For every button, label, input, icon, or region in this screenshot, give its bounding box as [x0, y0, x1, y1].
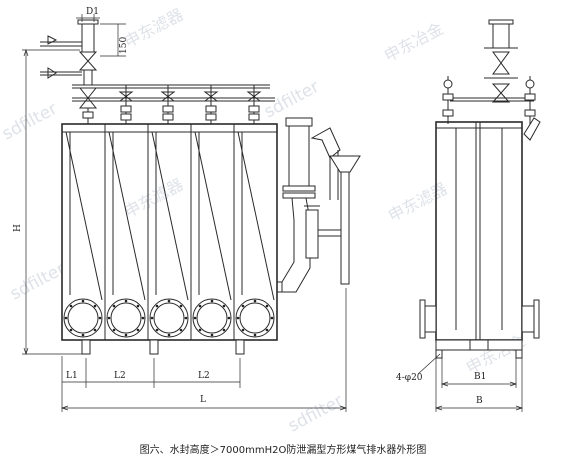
- small-valve: [203, 85, 219, 124]
- dim-label-d1: D1: [86, 7, 99, 17]
- gate-valve-icon: [492, 51, 510, 75]
- dim-label-150: 150: [119, 37, 129, 54]
- watermark-text: 申东滤器: [121, 5, 186, 52]
- support-legs: [81, 339, 245, 355]
- dim-label-b1: B1: [474, 372, 486, 382]
- gate-valve-icon: [78, 51, 98, 71]
- bent-pipe: [523, 117, 541, 141]
- inlet-flange: [77, 19, 99, 25]
- arrow-icon: [47, 35, 58, 45]
- dim-label-l: L: [200, 395, 206, 405]
- small-valve: [160, 85, 176, 124]
- dim-label-l2: L2: [198, 371, 210, 381]
- chamber-dividers: [62, 124, 277, 340]
- manhole-flange: [235, 298, 275, 338]
- nozzle-flange: [533, 299, 540, 339]
- watermark-text: sdfilter: [261, 77, 323, 122]
- pipe-flange: [282, 192, 316, 199]
- watermark-text: 申东滤器: [121, 175, 186, 222]
- dim-label-b: B: [476, 396, 483, 406]
- drain-pipe: [340, 171, 350, 285]
- valve-stem: [83, 69, 93, 86]
- manhole-flange: [149, 298, 189, 338]
- manhole-flange: [63, 298, 103, 338]
- inlet-pipe: [81, 21, 95, 53]
- dim-label-l2: L2: [114, 371, 126, 381]
- small-valve: [246, 85, 262, 124]
- small-valve: [118, 85, 134, 124]
- pipe-flange: [282, 185, 316, 192]
- bolt-holes-label: 4-φ20: [396, 373, 423, 383]
- watermark-text: sdfilter: [285, 391, 347, 436]
- base-plate: [435, 339, 523, 351]
- nozzle-flange: [419, 299, 426, 339]
- dim-label-l1: L1: [66, 371, 78, 381]
- watermark-text: 申东冶金: [381, 19, 446, 66]
- overflow-pipe-system: [277, 117, 361, 293]
- small-valve: [82, 108, 94, 124]
- watermark-text: 申东滤器: [385, 179, 450, 226]
- side-view: 4-φ20 B1 B: [396, 19, 541, 412]
- riser-pipe: [288, 125, 310, 187]
- side-small-valves: [442, 76, 536, 124]
- base-foot: [435, 349, 443, 359]
- watermark-layer: 申东滤器 sdfilter 申东滤器 sdfilter 申东冶金 sdfilte…: [0, 5, 528, 437]
- bent-pipe: [310, 127, 341, 159]
- gate-valve-icon: [78, 87, 98, 109]
- side-pipe: [305, 209, 319, 259]
- dim-label-h: H: [13, 224, 23, 232]
- side-nozzle: [521, 305, 535, 333]
- watermark-text: sdfilter: [7, 259, 69, 304]
- watermark-text: sdfilter: [0, 99, 61, 144]
- elbow-pipe: [281, 197, 311, 293]
- pipe-flange: [285, 117, 313, 127]
- inlet-flange: [488, 19, 514, 25]
- side-nozzle: [423, 305, 437, 333]
- funnel: [329, 155, 361, 173]
- header-valves: [82, 85, 262, 124]
- manhole-flanges: [63, 298, 275, 338]
- figure-caption: 图六、水封高度＞7000mmH2O防泄漏型方形煤气排水器外形图: [139, 445, 427, 456]
- base-foot: [515, 349, 523, 359]
- inlet-pipe: [492, 21, 510, 49]
- manhole-flange: [192, 298, 232, 338]
- gate-valve-icon: [491, 83, 511, 103]
- arrow-icon: [47, 67, 57, 79]
- manhole-flange: [106, 298, 146, 338]
- side-body: [435, 121, 523, 341]
- front-view: D1 150 H L1 L2 L2 L: [13, 7, 361, 412]
